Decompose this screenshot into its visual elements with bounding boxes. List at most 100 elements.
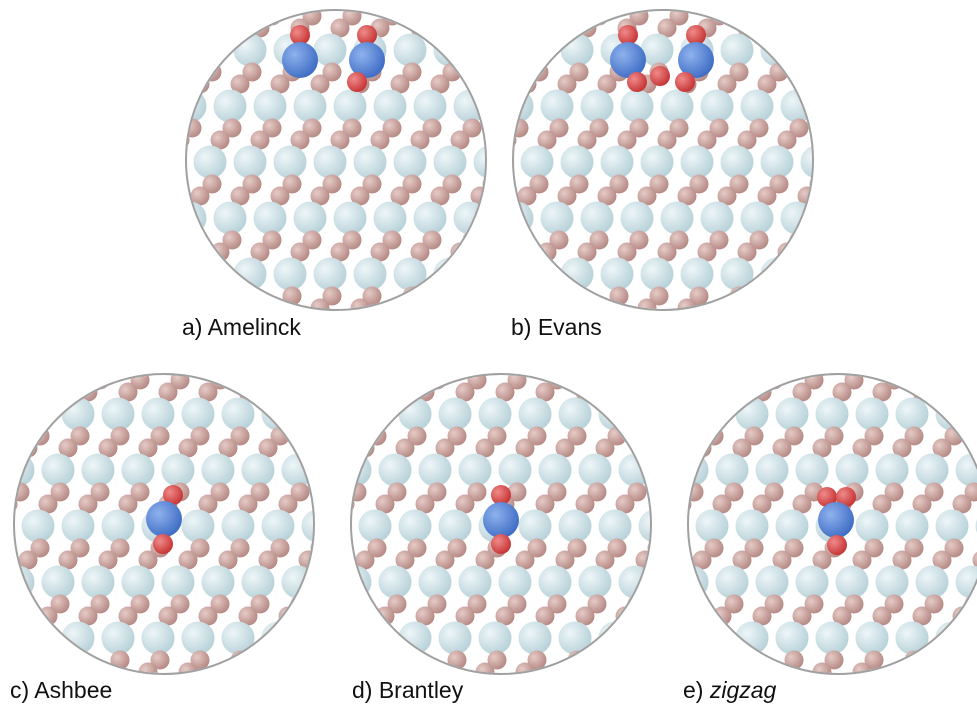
panel-b-boundary — [512, 9, 814, 311]
substrate-large-atom — [41, 453, 75, 487]
substrate-small-atom — [872, 606, 892, 626]
substrate-small-atom — [924, 594, 944, 614]
substrate-small-atom — [792, 382, 812, 402]
substrate-large-atom — [15, 565, 35, 599]
substrate-small-atom — [190, 186, 210, 206]
substrate-large-atom — [876, 678, 909, 707]
substrate-large-atom — [755, 453, 789, 487]
adsorbate-small-atom — [347, 72, 367, 92]
substrate-large-atom — [661, 314, 694, 347]
substrate-small-atom — [50, 482, 70, 502]
substrate-small-atom — [589, 230, 609, 250]
substrate-small-atom — [744, 538, 764, 558]
substrate-large-atom — [540, 89, 574, 123]
substrate-small-atom — [764, 482, 784, 502]
substrate-large-atom — [393, 33, 427, 67]
substrate-small-atom — [567, 538, 587, 558]
substrate-small-atom — [222, 118, 242, 138]
substrate-small-atom — [262, 118, 282, 138]
substrate-small-atom — [491, 131, 510, 150]
substrate-small-atom — [375, 494, 395, 514]
substrate-large-atom — [81, 453, 115, 487]
panel-e-lattice — [656, 327, 977, 707]
substrate-large-atom — [433, 145, 467, 179]
substrate-small-atom — [352, 594, 367, 614]
substrate-small-atom — [230, 186, 250, 206]
substrate-large-atom — [656, 510, 689, 543]
substrate-small-atom — [250, 594, 270, 614]
substrate-small-atom — [427, 594, 447, 614]
substrate-large-atom — [680, 145, 714, 179]
substrate-small-atom — [290, 482, 310, 502]
substrate-small-atom — [98, 550, 118, 570]
substrate-small-atom — [764, 375, 784, 390]
substrate-large-atom — [358, 621, 392, 655]
substrate-large-atom — [273, 257, 307, 291]
substrate-small-atom — [555, 550, 575, 570]
substrate-small-atom — [656, 495, 675, 514]
substrate-small-atom — [290, 242, 310, 262]
substrate-small-atom — [749, 230, 769, 250]
substrate-small-atom — [597, 186, 617, 206]
panel-b: b) Evans — [511, 0, 814, 362]
substrate-small-atom — [0, 539, 10, 558]
substrate-large-atom — [935, 621, 969, 655]
substrate-small-atom — [238, 494, 258, 514]
substrate-small-atom — [290, 594, 310, 614]
substrate-small-atom — [757, 186, 777, 206]
substrate-large-atom — [715, 453, 749, 487]
substrate-small-atom — [812, 438, 832, 458]
substrate-large-atom — [221, 509, 255, 543]
substrate-small-atom — [607, 538, 627, 558]
substrate-small-atom — [752, 494, 772, 514]
substrate-small-atom — [322, 62, 342, 82]
substrate-large-atom — [334, 0, 367, 11]
substrate-large-atom — [855, 397, 889, 431]
substrate-small-atom — [813, 327, 832, 346]
substrate-small-atom — [322, 174, 342, 194]
substrate-small-atom — [382, 230, 402, 250]
substrate-large-atom — [498, 453, 532, 487]
substrate-small-atom — [669, 118, 689, 138]
substrate-small-atom — [302, 118, 322, 138]
substrate-large-atom — [835, 565, 869, 599]
substrate-large-atom — [520, 145, 554, 179]
substrate-large-atom — [518, 621, 552, 655]
substrate-small-atom — [924, 482, 944, 502]
substrate-small-atom — [415, 606, 435, 626]
substrate-small-atom — [495, 382, 515, 402]
substrate-small-atom — [99, 327, 118, 346]
substrate-small-atom — [569, 174, 589, 194]
panel-c-label: c) Ashbee — [10, 677, 112, 703]
substrate-large-atom — [101, 509, 135, 543]
substrate-small-atom — [430, 74, 450, 94]
substrate-small-atom — [724, 594, 744, 614]
substrate-small-atom — [657, 242, 677, 262]
adsorbate-large-atom — [818, 502, 854, 538]
substrate-small-atom — [732, 438, 752, 458]
substrate-small-atom — [58, 438, 78, 458]
substrate-small-atom — [972, 438, 977, 458]
substrate-small-atom — [717, 74, 737, 94]
substrate-large-atom — [193, 257, 227, 291]
substrate-small-atom — [757, 74, 777, 94]
substrate-small-atom — [569, 62, 589, 82]
substrate-large-atom — [560, 145, 594, 179]
substrate-small-atom — [258, 550, 278, 570]
substrate-small-atom — [430, 186, 450, 206]
substrate-small-atom — [769, 174, 789, 194]
substrate-small-atom — [724, 482, 744, 502]
substrate-small-atom — [689, 594, 704, 614]
substrate-large-atom — [254, 0, 287, 11]
substrate-small-atom — [557, 186, 577, 206]
substrate-small-atom — [118, 606, 138, 626]
substrate-small-atom — [218, 550, 238, 570]
substrate-large-atom — [393, 257, 427, 291]
substrate-small-atom — [198, 382, 218, 402]
substrate-large-atom — [835, 453, 869, 487]
substrate-large-atom — [855, 509, 889, 543]
substrate-small-atom — [710, 343, 729, 362]
substrate-large-atom — [735, 509, 769, 543]
substrate-small-atom — [689, 286, 709, 306]
substrate-large-atom — [661, 0, 694, 11]
